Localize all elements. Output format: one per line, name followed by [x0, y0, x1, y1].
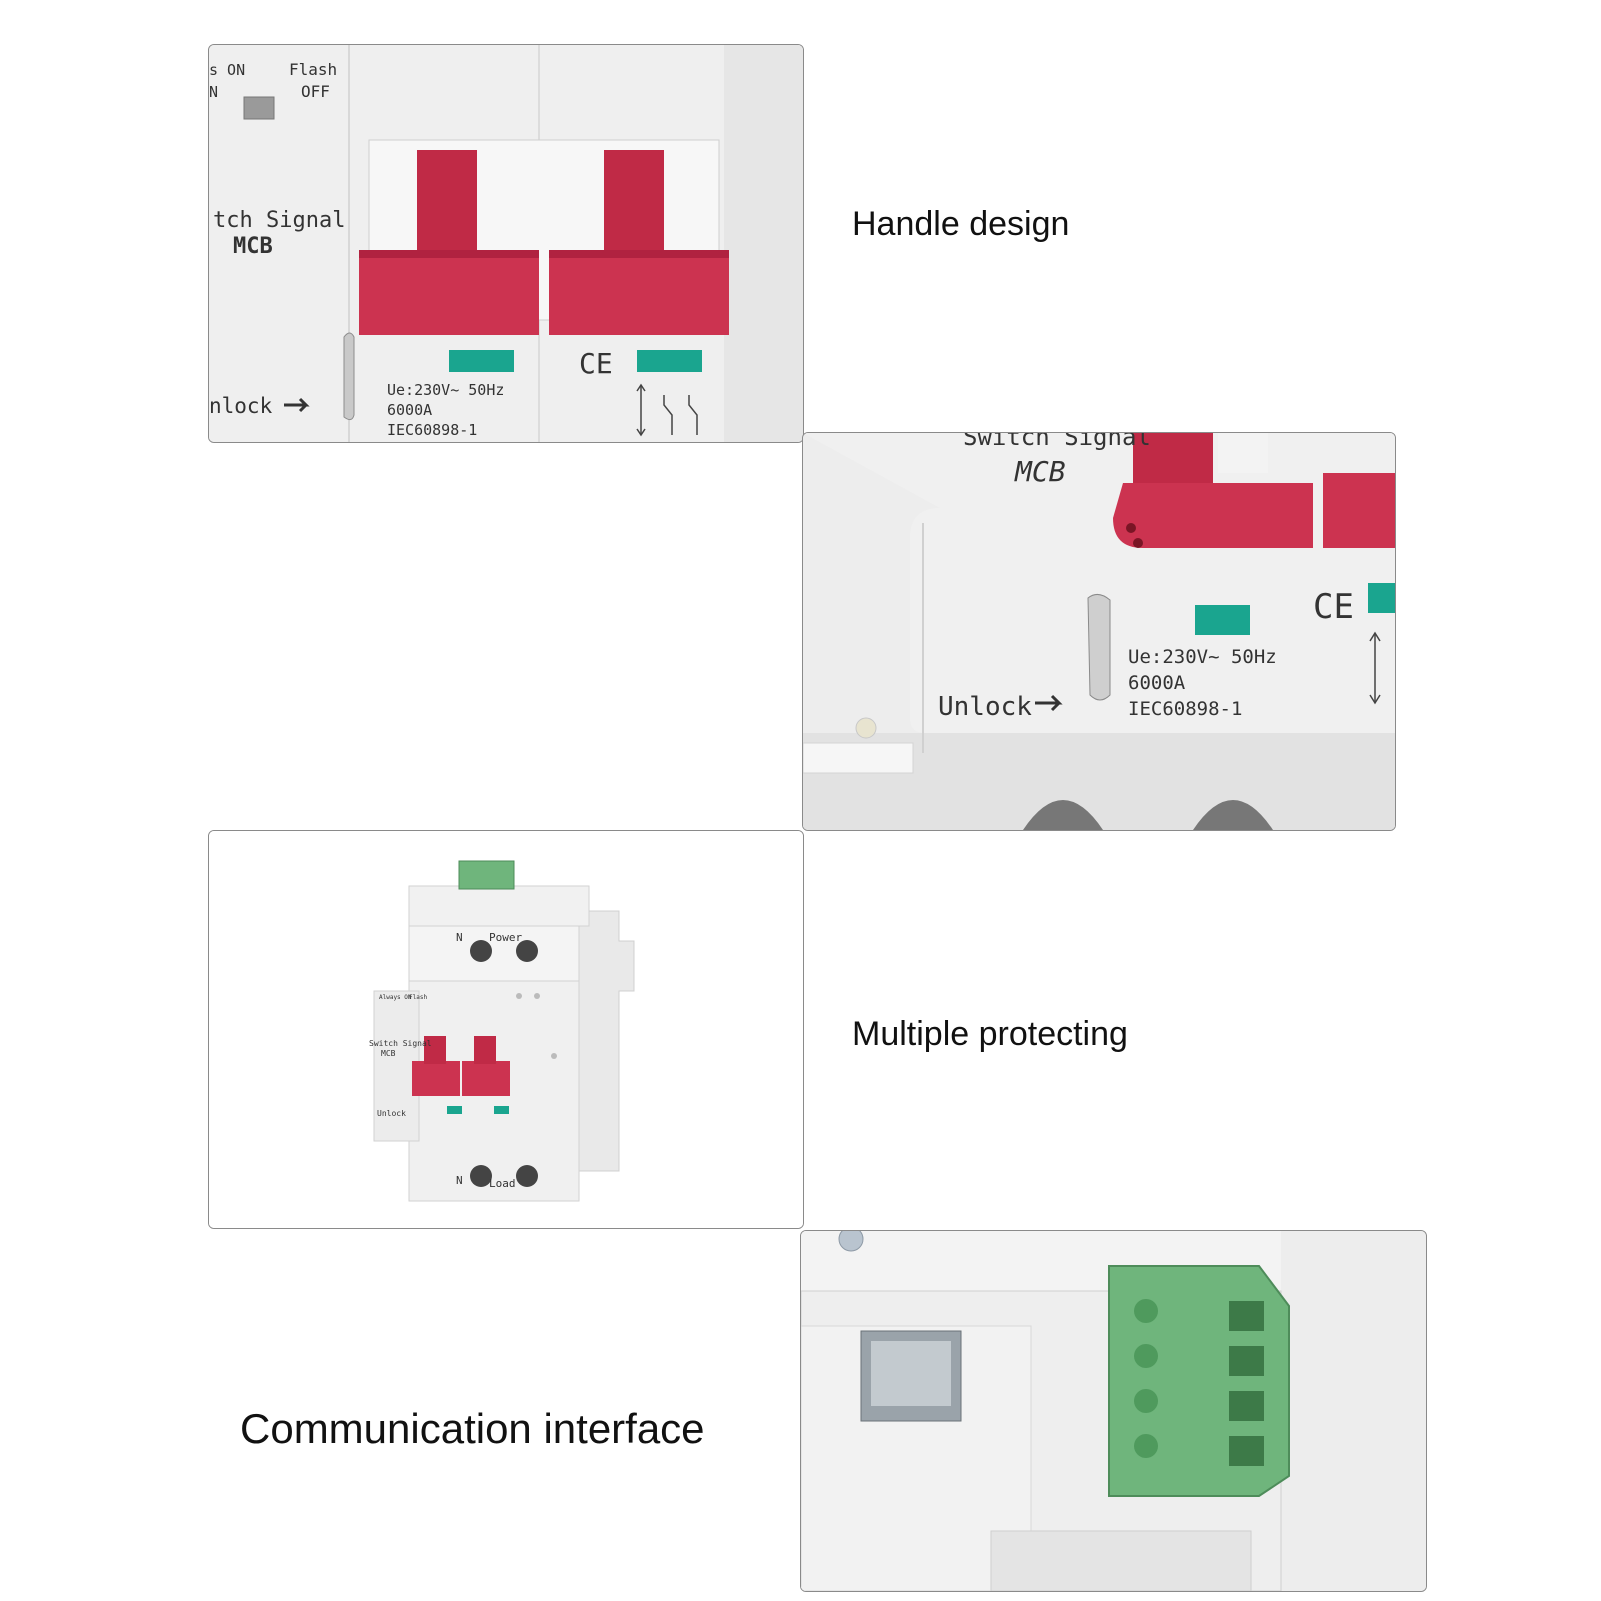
always-on-label: Always ON — [379, 994, 412, 1001]
photo-full-breaker: N Power Always ON Flash Switch Signal MC… — [208, 830, 804, 1229]
terminal-block-illustration — [801, 1231, 1426, 1591]
green-terminal-block — [458, 860, 515, 890]
caption-multiple-protecting: Multiple protecting — [852, 1015, 1128, 1053]
red-handle-left — [359, 150, 539, 335]
red-handle-right — [462, 1061, 510, 1096]
green-terminal-block — [1108, 1265, 1290, 1497]
unlock-lever — [343, 332, 355, 421]
n-mark: N — [209, 83, 218, 101]
mcb-label: MCB — [381, 1049, 396, 1058]
status-indicator-left — [1195, 605, 1250, 635]
red-handle-left — [1113, 433, 1313, 548]
photo-handle-closeup: s ON N Flash OFF tch Signal MCB nlock Ue… — [208, 44, 804, 443]
circuit-diagram-icon — [636, 383, 698, 437]
ce-mark: CE — [1313, 587, 1354, 627]
standard-label: IEC60898-1 — [387, 421, 477, 439]
switch-signal-label: Switch Signal — [963, 433, 1151, 451]
red-handle-right — [1323, 473, 1395, 548]
current-label: 6000A — [387, 401, 432, 419]
power-label: Power — [489, 931, 522, 944]
red-handle-left — [412, 1061, 460, 1096]
caption-handle-design: Handle design — [852, 205, 1070, 243]
status-indicator-right — [637, 350, 702, 372]
n-top-label: N — [456, 931, 463, 944]
current-label: 6000A — [1128, 672, 1186, 694]
n-bottom-label: N — [456, 1174, 463, 1187]
unlock-label: nlock — [209, 394, 273, 418]
rating-label: Ue:230V~ 50Hz — [1128, 646, 1277, 668]
standard-label: IEC60898-1 — [1128, 698, 1242, 720]
breaker-handle-illustration: s ON N Flash OFF tch Signal MCB nlock Ue… — [209, 45, 803, 442]
flash-label: Flash — [289, 60, 337, 79]
unlock-label: Unlock — [938, 692, 1032, 722]
arrow-right-icon — [284, 397, 310, 413]
switch-signal-label: Switch Signal — [369, 1039, 432, 1048]
arrow-right-icon — [1035, 694, 1063, 712]
status-indicator-left — [449, 350, 514, 372]
mcb-label: MCB — [1014, 455, 1066, 488]
up-down-arrow-icon — [1369, 631, 1381, 705]
breaker-full-illustration: N Power Always ON Flash Switch Signal MC… — [209, 831, 803, 1228]
always-on-label: s ON — [209, 61, 245, 79]
off-label: OFF — [301, 82, 330, 101]
load-label: Load — [489, 1177, 516, 1190]
unlock-label: Unlock — [377, 1109, 406, 1118]
switch-signal-label: tch Signal — [213, 208, 345, 233]
red-handle-right — [549, 150, 729, 335]
photo-unlock-closeup: Switch Signal MCB Unlock Ue:230V~ 50Hz 6… — [802, 432, 1396, 831]
flash-label: Flash — [409, 994, 427, 1001]
breaker-side-illustration: Switch Signal MCB Unlock Ue:230V~ 50Hz 6… — [803, 433, 1395, 830]
ce-mark: CE — [579, 347, 613, 380]
rating-label: Ue:230V~ 50Hz — [387, 381, 504, 399]
mcb-label: MCB — [233, 234, 273, 259]
unlock-lever — [1087, 594, 1111, 701]
photo-communication-port — [800, 1230, 1427, 1592]
caption-communication-interface: Communication interface — [240, 1405, 705, 1452]
status-indicator-right — [1368, 583, 1395, 613]
